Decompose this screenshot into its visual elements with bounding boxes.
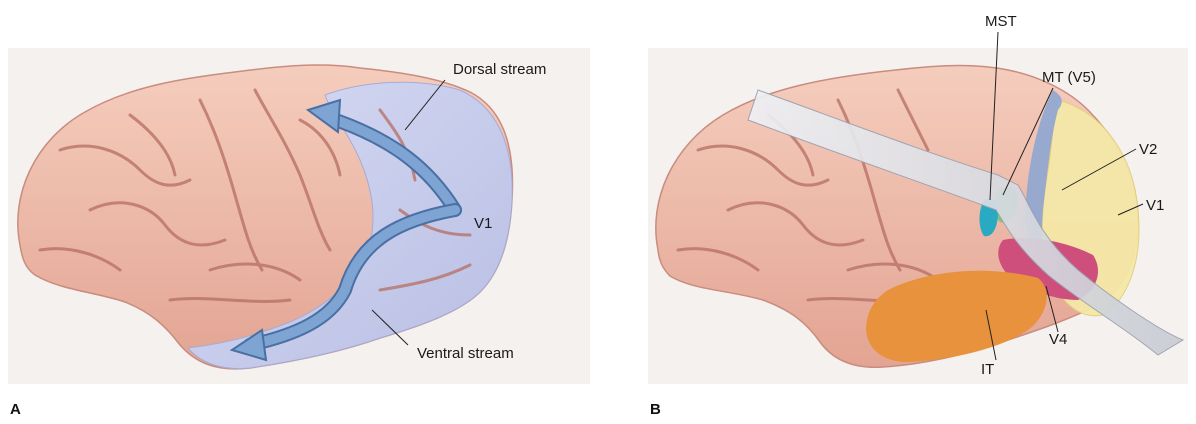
mst-label: MST xyxy=(985,13,1017,30)
panel-a-illustration: Dorsal stream V1 Ventral stream A xyxy=(0,0,598,424)
panel-b: MST MT (V5) V2 V1 V4 IT B xyxy=(598,0,1196,424)
panel-a: Dorsal stream V1 Ventral stream A xyxy=(0,0,598,424)
panel-a-letter: A xyxy=(10,401,21,418)
mt-label: MT (V5) xyxy=(1042,69,1096,86)
v1-label-b: V1 xyxy=(1146,197,1164,214)
v1-label-a: V1 xyxy=(474,215,492,232)
panel-b-letter: B xyxy=(650,401,661,418)
ventral-stream-label: Ventral stream xyxy=(417,345,514,362)
v4-label: V4 xyxy=(1049,331,1067,348)
dorsal-stream-label: Dorsal stream xyxy=(453,61,546,78)
panel-b-illustration: MST MT (V5) V2 V1 V4 IT B xyxy=(598,0,1196,424)
v2-label: V2 xyxy=(1139,141,1157,158)
it-label: IT xyxy=(981,361,994,378)
